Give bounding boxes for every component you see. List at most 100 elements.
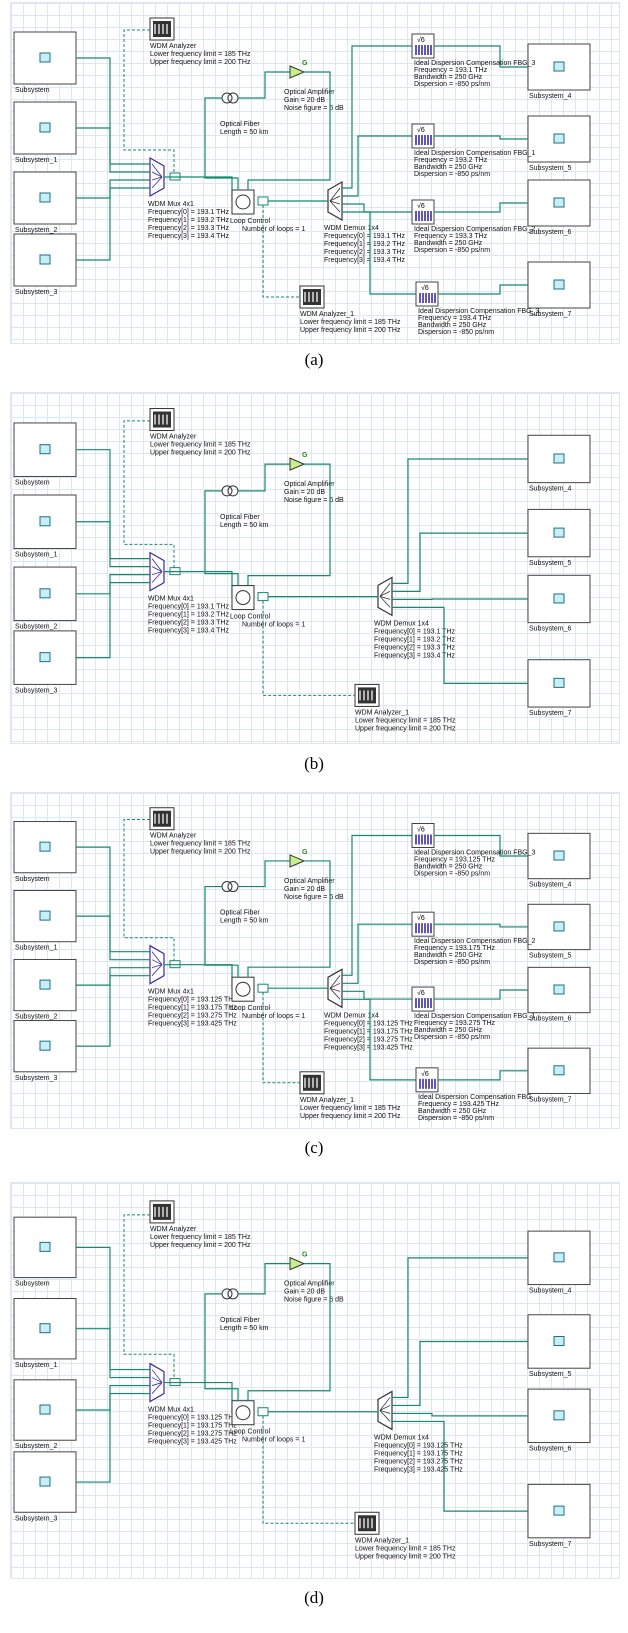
optical-fiber[interactable] [221,1288,239,1300]
optical-amplifier[interactable]: G [289,60,308,79]
subsystem-icon [553,279,565,290]
subsystem-0[interactable]: Subsystem [13,31,77,94]
subsystem-7[interactable]: Subsystem_7 [527,261,591,318]
subsystem-3[interactable]: Subsystem_3 [13,630,77,695]
fbg-name: Ideal Dispersion Compensation FBG_2 [414,938,536,945]
subsystem-5[interactable]: Subsystem_5 [527,1314,591,1378]
fbg-dispersion: Dispersion = -850 ps/nm [414,81,490,88]
wdm-mux[interactable] [149,551,165,592]
subsystem-5[interactable]: Subsystem_5 [527,903,591,960]
subsystem-0[interactable]: Subsystem [13,422,77,487]
subsystem-1[interactable]: Subsystem_1 [13,890,77,952]
subsystem-4[interactable]: Subsystem_4 [527,832,591,889]
loop-control[interactable] [231,585,269,611]
wdm-mux[interactable] [149,1362,165,1403]
subsystem-3[interactable]: Subsystem_3 [13,1451,77,1522]
optical-amplifier[interactable]: G [289,849,308,868]
wdm-demux[interactable] [377,1390,393,1431]
optical-fiber[interactable] [221,92,239,104]
subsystem-7[interactable]: Subsystem_7 [527,659,591,717]
mux-frequency-3: Frequency[3] = 193.4 THz [148,233,229,240]
subsystem-3[interactable]: Subsystem_3 [13,1020,77,1082]
optical-amplifier[interactable]: G [289,1252,308,1271]
subsystem-icon [553,61,565,72]
optical-fiber[interactable] [221,881,239,893]
subsystem-2[interactable]: Subsystem_2 [13,566,77,631]
subsystem-1[interactable]: Subsystem_1 [13,1298,77,1369]
loop-control[interactable] [231,189,269,215]
subsystem-3[interactable]: Subsystem_3 [13,233,77,296]
analyzer-name: WDM Analyzer_1 [300,311,354,318]
mux-frequency-1: Frequency[1] = 193.2 THz [148,217,229,224]
analyzer-lower: Lower frequency limit = 185 THz [300,1105,401,1112]
mux-frequency-0: Frequency[0] = 193.125 THz [148,997,237,1004]
fbg-bandwidth: Bandwidth = 250 GHz [414,74,483,81]
subsystem-1[interactable]: Subsystem_1 [13,101,77,164]
subsystem-4[interactable]: Subsystem_4 [527,1230,591,1295]
subsystem-7[interactable]: Subsystem_7 [527,1483,591,1548]
schematic: SubsystemSubsystem_1Subsystem_2Subsystem… [13,408,591,732]
subsystem-2[interactable]: Subsystem_2 [13,1379,77,1450]
subsystem-1[interactable]: Subsystem_1 [13,494,77,559]
demux-frequency-3: Frequency[3] = 193.4 THz [324,257,405,264]
subsystem-label: Subsystem_6 [529,1446,572,1453]
subsystem-icon [553,593,565,604]
wdm-mux[interactable] [149,944,165,985]
amp-gain: Gain = 20 dB [284,489,325,496]
amp-gain: Gain = 20 dB [284,1289,325,1296]
subsystem-6[interactable]: Subsystem_6 [527,179,591,236]
analyzer-name: WDM Analyzer [150,434,197,441]
subsystem-6[interactable]: Subsystem_6 [527,1388,591,1453]
wdm-mux[interactable] [149,156,165,198]
optical-amplifier[interactable]: G [289,452,308,471]
subsystem-4[interactable]: Subsystem_4 [527,434,591,493]
subsystem-5[interactable]: Subsystem_5 [527,508,591,567]
subsystem-4[interactable]: Subsystem_4 [527,43,591,100]
subsystem-0[interactable]: Subsystem [13,1216,77,1288]
subsystem-6[interactable]: Subsystem_6 [527,966,591,1023]
wdm-demux[interactable] [377,576,393,617]
subsystem-icon [39,192,51,203]
demux-frequency-2: Frequency[2] = 193.3 THz [324,249,405,256]
mux-frequency-3: Frequency[3] = 193.425 THz [148,1021,237,1028]
loop-control[interactable] [231,1400,269,1426]
fbg-dispersion: Dispersion = -850 ps/nm [418,329,494,336]
wdm-demux[interactable] [327,968,343,1009]
subsystem-7[interactable]: Subsystem_7 [527,1047,591,1103]
subsystem-0[interactable]: Subsystem [13,821,77,883]
subsystem-2[interactable]: Subsystem_2 [13,171,77,234]
subsystem-label: Subsystem_6 [529,1016,572,1023]
subsystem-6[interactable]: Subsystem_6 [527,574,591,633]
fbg-frequency: Frequency = 193.3 THz [414,233,488,240]
mux-name: WDM Mux 4x1 [148,989,194,996]
wdm-demux[interactable] [327,180,343,222]
subsystem-5[interactable]: Subsystem_5 [527,115,591,172]
optical-fiber[interactable] [221,485,239,497]
subsystem-icon [553,677,565,688]
fbg-dispersion: Dispersion = -850 ps/nm [414,171,490,178]
subsystem-2[interactable]: Subsystem_2 [13,958,77,1021]
analyzer-name: WDM Analyzer [150,1226,197,1233]
demux-frequency-3: Frequency[3] = 193.425 THz [374,1466,463,1473]
loop-name: Loop Control [230,614,271,621]
analyzer-name: WDM Analyzer_1 [355,1537,409,1544]
loop-port-icon [257,983,269,993]
subsystem-icon [39,841,51,852]
fbg-dispersion: Dispersion = -850 ps/nm [414,247,490,254]
